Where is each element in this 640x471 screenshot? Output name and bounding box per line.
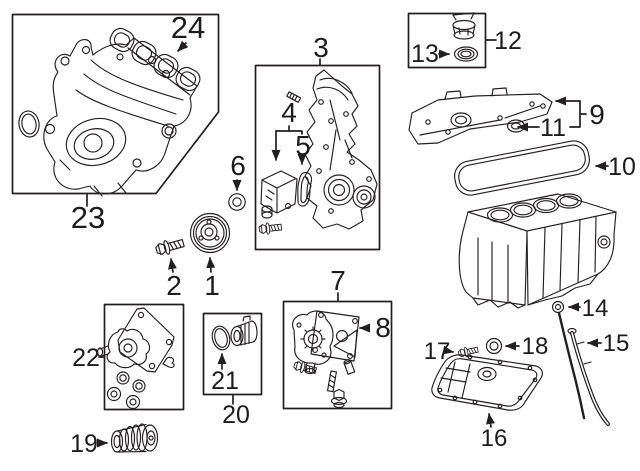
cooler-gasket-drawing [297, 171, 313, 207]
callout-8-label: 8 [375, 312, 391, 343]
cover-gasket-group: 10 [454, 140, 636, 196]
bracket-seals-drawing [106, 371, 146, 410]
oil-cap-group: 13 12 [407, 12, 522, 69]
oil-pump-group: 7 8 [282, 265, 393, 410]
callout-3-label: 3 [313, 32, 329, 63]
pump-stud-drawing [326, 370, 337, 393]
oil-filter-group: 21 20 [202, 312, 263, 429]
callout-2-label: 2 [166, 270, 182, 301]
dipstick-group: 14 15 [551, 295, 630, 426]
callout-15-label: 15 [603, 330, 630, 357]
dowel-pin-drawing [286, 91, 302, 103]
valve-cover-drawing [408, 87, 553, 145]
part-box-3 [254, 64, 381, 251]
intake-gaskets-drawing [109, 27, 201, 92]
tube-tabs [576, 341, 592, 365]
callout-10-label: 10 [608, 153, 636, 181]
callout-11-label: 11 [540, 114, 566, 142]
pump-plug-drawing [330, 388, 348, 409]
callout-9-bracket [569, 100, 587, 128]
grommet-drawing [506, 119, 526, 133]
callout-4-label: 4 [281, 97, 297, 128]
callout-18-label: 18 [522, 333, 549, 360]
callout-7-label: 7 [330, 265, 346, 296]
callout-21-label: 21 [211, 367, 239, 395]
intake-manifold-group: 24 23 [11, 10, 220, 235]
callout-9-label: 9 [589, 99, 605, 130]
crank-pulley-group: 1 2 [154, 212, 231, 301]
callout-16-arrow [486, 413, 495, 428]
callout-1-arrow [206, 257, 216, 273]
callout-6-label: 6 [230, 150, 246, 181]
filter-bracket-group: 22 [72, 303, 185, 411]
callout-1-label: 1 [204, 270, 220, 301]
callout-24-arrow [177, 40, 189, 52]
part-box-22 [103, 303, 185, 411]
callout-17-label: 17 [424, 338, 451, 365]
callout-22-label: 22 [72, 344, 100, 372]
callout-19-label: 19 [70, 430, 98, 458]
timing-cover-drawing [304, 69, 378, 230]
pulley-19-group: 19 [70, 423, 159, 458]
plug-washer-inner [489, 341, 499, 351]
callout-24-label: 24 [171, 10, 205, 45]
intake-manifold-drawing [18, 37, 198, 197]
filter-bracket-drawing [96, 307, 175, 373]
pump-dowel-drawing [343, 359, 356, 375]
oil-cooler-drawing [260, 170, 298, 219]
callout-13-label: 13 [411, 40, 439, 68]
oil-pan-group: 16 17 18 [424, 333, 549, 452]
callout-23-label: 23 [71, 200, 105, 235]
oil-cap-drawing [452, 12, 476, 40]
grommet-inner [510, 122, 522, 130]
cap-gasket-drawing [453, 46, 479, 62]
callout-12-label: 12 [494, 27, 522, 55]
cover-bolt-drawing [258, 221, 283, 236]
filter-element-drawing [230, 315, 258, 347]
engine-block-drawing [458, 193, 617, 309]
callout-20-label: 20 [222, 401, 250, 429]
pulley-19-drawing [110, 423, 159, 453]
seal-6-group: 6 [228, 150, 246, 211]
pulley-bolt-drawing [154, 235, 186, 258]
dipstick-rod [557, 311, 586, 420]
dipstick-tube-inner [571, 332, 609, 425]
callout-4-bracket [275, 125, 303, 135]
pump-bolt-drawing [292, 359, 318, 377]
valve-cover-group: 9 11 [408, 87, 605, 145]
callout-17-arrow [442, 345, 454, 355]
oil-pump-drawing [292, 310, 360, 375]
callout-14-label: 14 [582, 295, 609, 322]
part-box-23 [11, 13, 220, 195]
callout-5-label: 5 [295, 130, 311, 161]
plug-washer-drawing [485, 337, 503, 355]
timing-cover-group: 3 4 5 [254, 32, 381, 251]
filter-oring-drawing [211, 325, 231, 351]
cover-gasket-drawing [454, 140, 590, 196]
callout-16-label: 16 [481, 425, 508, 452]
callout-2-arrow [168, 258, 177, 273]
